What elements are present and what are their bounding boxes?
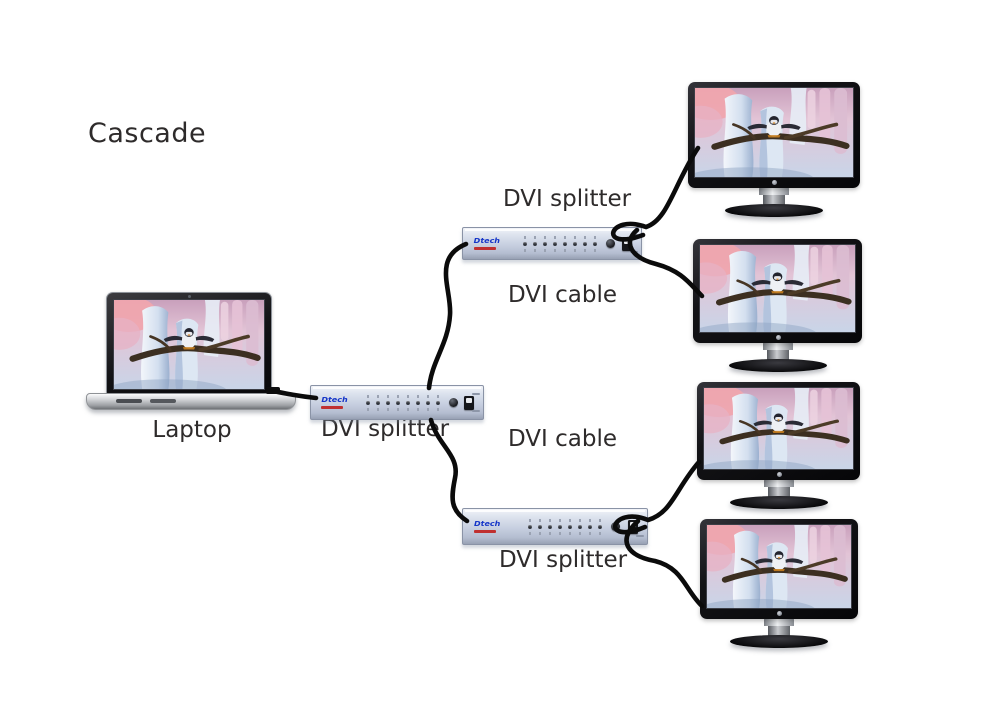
laptop-screen-scene-image [113,299,265,390]
led-indicator [553,235,558,252]
led-indicator [395,394,400,411]
led-indicator [588,518,593,535]
led-indicator [405,394,410,411]
monitor-bezel [697,382,860,480]
monitor-4 [700,519,858,648]
brand-text: Dtech [474,519,501,528]
led-indicator [548,518,553,535]
brand-logo: Dtech [473,236,500,250]
led-indicator [425,394,430,411]
monitor-stand-column [763,195,785,205]
monitor-screen-scene-image [703,387,854,470]
monitor-stand-column [766,350,789,360]
output-led-row [365,394,440,411]
led-indicator [528,518,533,535]
led-indicator [568,518,573,535]
led-indicator [563,235,568,252]
select-knob [448,398,458,407]
laptop-screen-bezel [106,292,272,394]
select-knob [606,239,615,248]
splitter-mid-label: DVI splitter [321,416,450,442]
dvi-splitter-mid-device: Dtech [310,385,484,420]
led-indicator [435,394,440,411]
led-indicator [598,518,603,535]
monitor-stand-column [768,626,790,636]
led-indicator [415,394,420,411]
monitor-stand-base [725,204,823,217]
cable-top-label: DVI cable [508,282,618,308]
monitor-logo-icon [777,611,782,616]
led-indicator [543,235,548,252]
monitor-stand-neck [763,479,794,487]
led-indicator [523,235,528,252]
monitor-bezel [700,519,858,619]
monitor-screen-scene-image [699,244,856,333]
monitor-logo-icon [772,180,777,185]
monitor-bezel [688,82,860,188]
dvi-splitter-bottom-device: Dtech [462,508,648,545]
monitor-stand-column [767,487,790,497]
monitor-stand-neck [764,618,794,626]
led-indicator [593,235,598,252]
splitter-bottom-label: DVI splitter [499,547,628,573]
brand-logo: Dtech [321,395,348,409]
monitor-screen-scene-image [694,87,854,178]
monitor-logo-icon [775,335,781,340]
monitor-stand-neck [762,342,793,350]
led-indicator [375,394,380,411]
monitor-3 [697,382,860,509]
cable-splitter-mid-to-splitter-top [426,241,469,391]
splitter-top-label: DVI splitter [503,186,632,212]
diagram-title: Cascade [88,118,207,149]
led-indicator [365,394,370,411]
led-indicator [578,518,583,535]
brand-text: Dtech [321,395,348,404]
led-indicator [583,235,588,252]
monitor-stand-base [730,635,828,648]
laptop-device [86,292,296,410]
webcam-icon [188,295,191,298]
power-switch [464,395,475,410]
monitor-stand-neck [759,187,789,195]
monitor-screen-scene-image [706,524,852,609]
monitor-stand-base [729,496,828,509]
brand-subtext-mark [474,530,497,533]
brand-subtext-mark [321,406,344,409]
monitor-stand-base [728,359,827,372]
monitor-bezel [693,239,862,343]
brand-subtext-mark [473,247,496,250]
led-indicator [538,518,543,535]
monitor-2 [693,239,862,372]
monitor-1 [688,82,860,217]
laptop-keyboard-deck [86,393,296,410]
brand-logo: Dtech [474,520,500,533]
dvi-plug-icon [266,387,280,394]
led-indicator [533,235,538,252]
dvi-splitter-top-device: Dtech [462,227,642,260]
panel-markings [636,516,645,537]
led-indicator [573,235,578,252]
output-led-row [523,235,598,252]
led-indicator [385,394,390,411]
select-knob [611,522,621,531]
cable-bottom-label: DVI cable [508,426,618,452]
output-led-row [528,518,603,535]
monitor-logo-icon [776,472,782,477]
laptop-label: Laptop [152,417,232,443]
brand-text: Dtech [473,236,500,245]
panel-markings [630,234,639,253]
led-indicator [558,518,563,535]
panel-markings [472,392,481,413]
